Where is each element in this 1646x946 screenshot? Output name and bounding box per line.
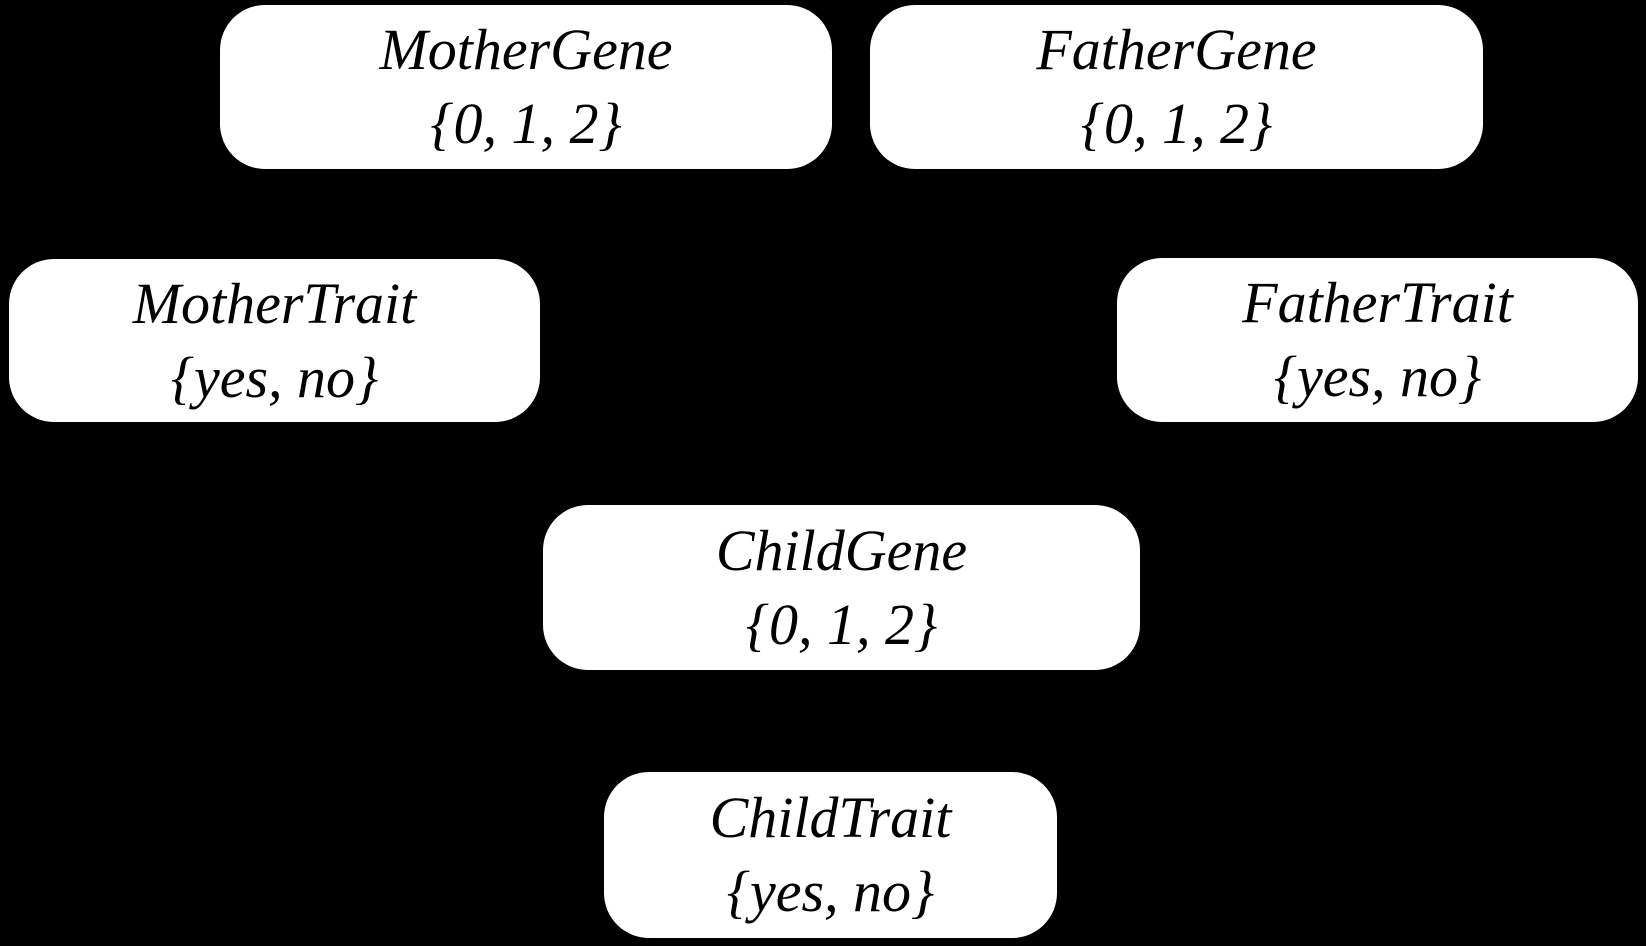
node-child-gene-domain: {0, 1, 2}: [745, 591, 938, 657]
node-father-gene-domain: {0, 1, 2}: [1080, 91, 1273, 156]
node-child-trait-domain: {yes, no}: [726, 859, 935, 924]
node-mother-trait: MotherTrait {yes, no}: [9, 259, 540, 422]
node-father-gene: FatherGene {0, 1, 2}: [870, 5, 1483, 169]
node-mother-trait-label: MotherTrait: [132, 270, 417, 336]
node-father-gene-label: FatherGene: [1036, 17, 1317, 82]
node-mother-gene: MotherGene {0, 1, 2}: [220, 5, 832, 169]
node-father-trait-label: FatherTrait: [1242, 270, 1513, 335]
node-mother-gene-label: MotherGene: [379, 17, 673, 82]
node-child-gene: ChildGene {0, 1, 2}: [543, 505, 1140, 670]
node-child-trait-label: ChildTrait: [709, 785, 952, 850]
node-child-gene-label: ChildGene: [715, 517, 968, 583]
node-father-trait: FatherTrait {yes, no}: [1117, 258, 1638, 422]
node-mother-gene-domain: {0, 1, 2}: [430, 91, 622, 156]
node-child-trait: ChildTrait {yes, no}: [604, 772, 1057, 938]
node-mother-trait-domain: {yes, no}: [170, 344, 379, 410]
node-father-trait-domain: {yes, no}: [1273, 344, 1482, 409]
